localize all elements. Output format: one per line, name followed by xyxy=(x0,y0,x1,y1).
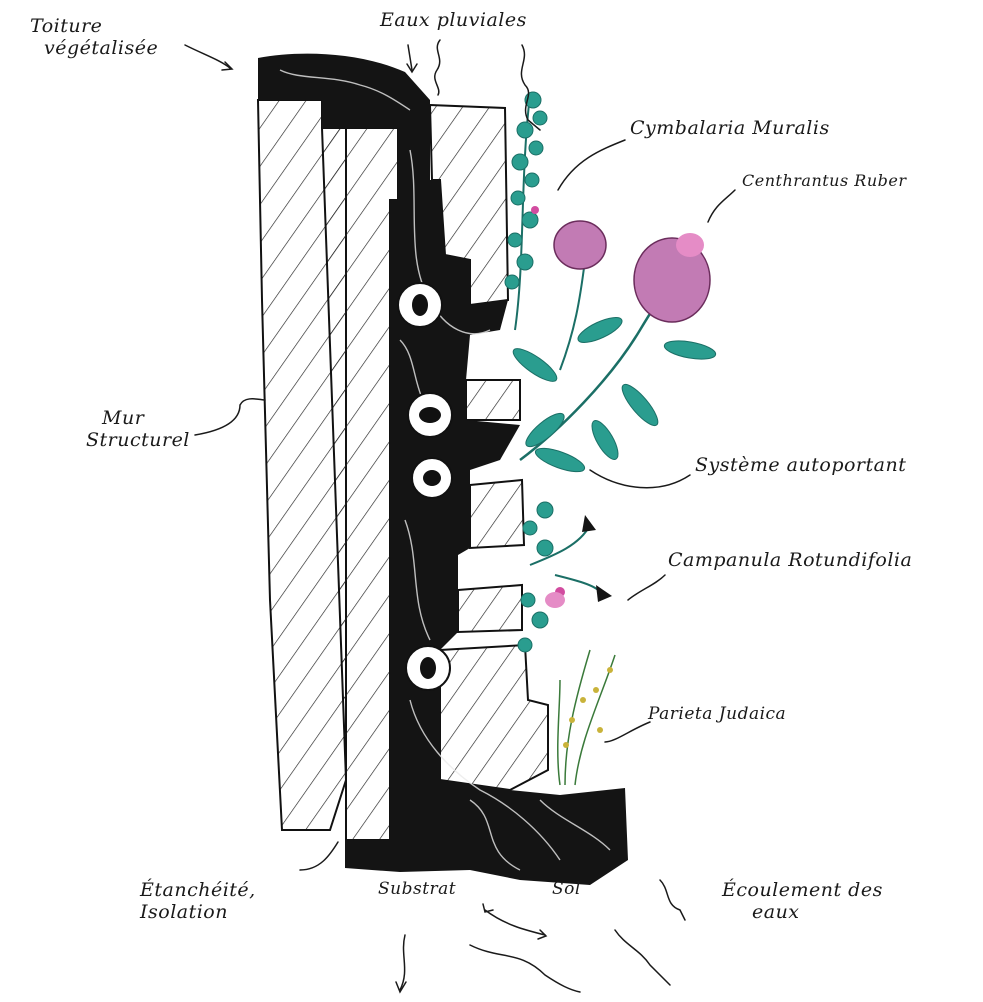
label-drainage-line1: Écoulement des xyxy=(722,880,883,902)
label-waterproofing-line1: Étanchéité, xyxy=(140,880,256,902)
label-cymbalaria: Cymbalaria Muralis xyxy=(630,118,830,140)
label-waterproofing: Étanchéité, Isolation xyxy=(140,880,256,924)
label-self-supporting: Système autoportant xyxy=(695,455,906,477)
label-centhrantus: Centhrantus Ruber xyxy=(742,172,906,190)
label-campanula: Campanula Rotundifolia xyxy=(668,550,912,572)
label-green-roof-line2: végétalisée xyxy=(30,38,158,60)
structural-wall xyxy=(258,100,398,840)
parietaria-plant xyxy=(558,650,615,785)
label-drainage: Écoulement des eaux xyxy=(722,880,883,924)
label-rainwater: Eaux pluviales xyxy=(380,10,527,32)
label-waterproofing-line2: Isolation xyxy=(140,902,256,924)
label-structural-wall: Mur Structurel xyxy=(86,408,190,452)
label-structural-wall-line1: Mur xyxy=(86,408,190,430)
label-parietaria: Parieta Judaica xyxy=(648,705,786,725)
label-green-roof-line1: Toiture xyxy=(30,16,158,38)
label-drainage-line2: eaux xyxy=(722,902,883,924)
centhrantus-plant xyxy=(509,221,717,476)
campanula-plant xyxy=(530,515,612,608)
label-substrate: Substrat xyxy=(378,880,456,900)
label-structural-wall-line2: Structurel xyxy=(86,430,190,452)
label-soil: Sol xyxy=(552,880,581,900)
label-green-roof: Toiture végétalisée xyxy=(30,16,158,60)
